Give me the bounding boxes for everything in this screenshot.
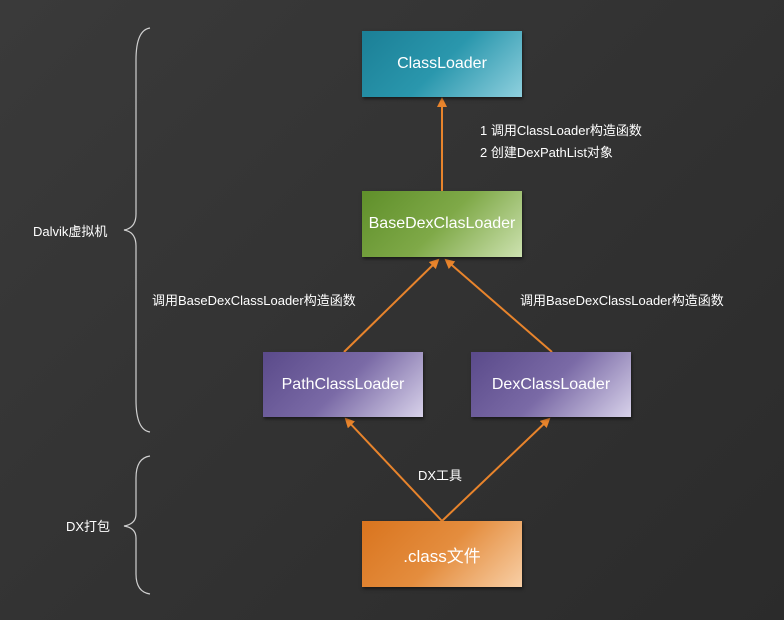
node-classloader: ClassLoader xyxy=(362,31,522,97)
arrow-path-to-basedex xyxy=(343,258,440,353)
node-pathclassloader: PathClassLoader xyxy=(263,352,423,417)
arrow-classfile-to-dex xyxy=(441,417,551,522)
edge-label-path-call-basedex: 调用BaseDexClassLoader构造函数 xyxy=(152,293,356,308)
node-class-file-label: .class文件 xyxy=(403,546,481,566)
node-dexclassloader-label: DexClassLoader xyxy=(491,375,611,393)
dx-pack-brace xyxy=(123,455,151,595)
node-class-file: .class文件 xyxy=(362,521,522,587)
node-classloader-label: ClassLoader xyxy=(397,55,487,72)
node-dexclassloader: DexClassLoader xyxy=(471,352,631,417)
edge-label-dex-call-basedex: 调用BaseDexClassLoader构造函数 xyxy=(520,293,724,308)
edge-label-dx-tool: DX工具 xyxy=(418,468,463,483)
node-pathclassloader-label: PathClassLoader xyxy=(281,375,405,393)
arrow-classfile-to-path xyxy=(344,417,443,522)
edge-label-call-classloader: 1 调用ClassLoader构造函数 xyxy=(480,123,642,138)
node-basedexclassloader-label: BaseDexClasLoader xyxy=(368,215,516,232)
arrow-dex-to-basedex xyxy=(444,258,553,353)
node-basedexclassloader: BaseDexClasLoader xyxy=(362,191,522,257)
edge-label-create-dexpathlist: 2 创建DexPathList对象 xyxy=(480,145,613,160)
group-label-dalvik: Dalvik虚拟机 xyxy=(33,224,108,239)
group-label-dx-pack: DX打包 xyxy=(66,519,111,534)
dalvik-brace xyxy=(123,27,151,433)
